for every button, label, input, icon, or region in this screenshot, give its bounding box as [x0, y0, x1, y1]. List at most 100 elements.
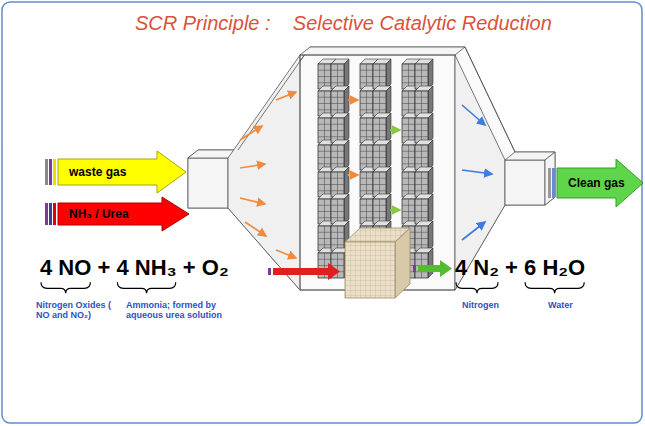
- brace: [456, 282, 498, 293]
- cube-front: [331, 226, 344, 251]
- cell-line: [379, 145, 380, 170]
- arrow-stripe: [53, 159, 56, 185]
- cube-front: [360, 199, 373, 224]
- cell-line: [337, 64, 338, 89]
- cube-front: [331, 118, 344, 143]
- cube-side: [344, 86, 349, 116]
- cell-line: [421, 118, 422, 143]
- cube-front: [373, 172, 386, 197]
- cell-line: [408, 145, 409, 170]
- cube-side: [428, 140, 433, 170]
- cube-side: [344, 59, 349, 89]
- reactant-note: Ammonia; formed by aqueous urea solution: [126, 300, 246, 321]
- catalyst-cube: [345, 228, 410, 298]
- cube-front: [415, 199, 428, 224]
- cube-side: [428, 113, 433, 143]
- cube-side: [344, 113, 349, 143]
- cell-line: [324, 145, 325, 170]
- cell-line: [337, 118, 338, 143]
- arrow-stripe: [49, 159, 52, 185]
- cell-line: [408, 91, 409, 116]
- cube-front: [318, 145, 331, 170]
- cell-line: [408, 199, 409, 224]
- cube-front: [331, 64, 344, 89]
- cube-front: [415, 172, 428, 197]
- reagent-arrow: NH₃ / Urea: [45, 196, 190, 232]
- cell-line: [379, 118, 380, 143]
- cell-line: [408, 118, 409, 143]
- cube-side: [386, 86, 391, 116]
- cube-side: [428, 86, 433, 116]
- cube-front: [373, 199, 386, 224]
- arrow-stripe: [552, 168, 555, 198]
- cube-side: [386, 113, 391, 143]
- cube-front: [318, 172, 331, 197]
- cube-front: [331, 145, 344, 170]
- cube-side: [386, 167, 391, 197]
- cube-front: [331, 199, 344, 224]
- cube-front: [402, 118, 415, 143]
- cell-line: [379, 172, 380, 197]
- arrow-label: Clean gas: [568, 176, 625, 190]
- cube-side: [428, 59, 433, 89]
- cube-front: [360, 145, 373, 170]
- cell-line: [421, 145, 422, 170]
- cube-front: [360, 118, 373, 143]
- cube-side: [344, 167, 349, 197]
- cell-line: [421, 199, 422, 224]
- cell-line: [324, 64, 325, 89]
- cell-line: [366, 118, 367, 143]
- cell-line: [379, 199, 380, 224]
- cube-front: [402, 64, 415, 89]
- cell-line: [421, 172, 422, 197]
- cube-front: [402, 199, 415, 224]
- cube-front: [360, 64, 373, 89]
- brace: [41, 282, 90, 293]
- title: SCR Principle : Selective Catalytic Redu…: [135, 12, 552, 35]
- cube-front: [415, 118, 428, 143]
- cube-front: [331, 172, 344, 197]
- arrow-stripe: [49, 203, 52, 225]
- cell-line: [408, 172, 409, 197]
- cell-line: [324, 172, 325, 197]
- brace: [525, 282, 584, 293]
- cube-side: [386, 194, 391, 224]
- cube-side: [344, 194, 349, 224]
- cube-front: [318, 64, 331, 89]
- cube-front: [415, 226, 428, 251]
- cube-side: [386, 140, 391, 170]
- cell-line: [337, 172, 338, 197]
- arrow-stripe: [53, 203, 56, 225]
- cube-side: [428, 221, 433, 251]
- cell-line: [379, 91, 380, 116]
- arrow-body: [557, 159, 643, 207]
- flow-arrows: [240, 92, 492, 258]
- cube-front: [331, 91, 344, 116]
- arrow-body: [58, 197, 189, 231]
- reactant-note: Nitrogen Oxides ( NO and NO₂): [36, 300, 124, 321]
- cube-side: [428, 248, 433, 278]
- arrow-body: [58, 151, 186, 193]
- cell-line: [324, 91, 325, 116]
- cell-line: [366, 199, 367, 224]
- cell-line: [366, 145, 367, 170]
- cell-line: [324, 118, 325, 143]
- cell-line: [337, 253, 338, 278]
- outlet-arrow: Clean gas: [548, 158, 644, 208]
- cube-front: [373, 64, 386, 89]
- cell-line: [324, 226, 325, 251]
- cube-front: [318, 118, 331, 143]
- arrow-stripe: [548, 168, 551, 198]
- cell-line: [337, 145, 338, 170]
- cube-front: [360, 172, 373, 197]
- product-note: Water: [548, 300, 573, 310]
- cell-line: [421, 91, 422, 116]
- cube-front: [318, 91, 331, 116]
- cell-line: [366, 172, 367, 197]
- cell-line: [421, 64, 422, 89]
- cube-front: [415, 64, 428, 89]
- product-note: Nitrogen: [462, 300, 499, 310]
- cube-front: [360, 91, 373, 116]
